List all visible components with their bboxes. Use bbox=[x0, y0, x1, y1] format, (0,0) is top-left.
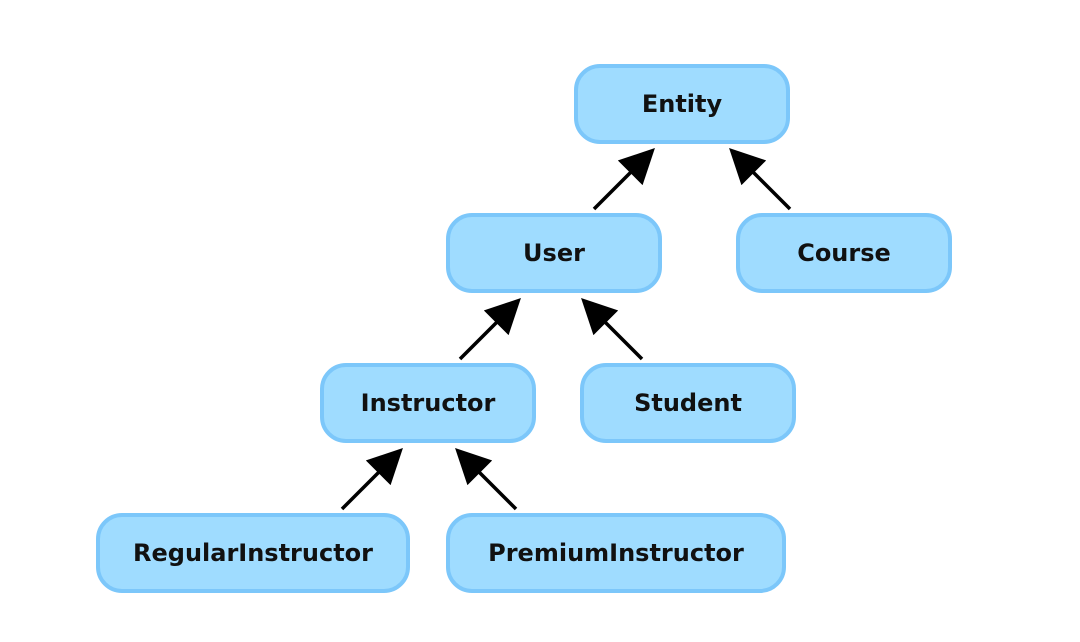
node-label: Instructor bbox=[360, 389, 496, 417]
node-entity: Entity bbox=[574, 64, 790, 144]
node-premium-instructor: PremiumInstructor bbox=[446, 513, 786, 593]
arrow-course-to-entity bbox=[729, 148, 792, 211]
node-regular-instructor: RegularInstructor bbox=[96, 513, 410, 593]
arrow-regular-to-instructor bbox=[340, 448, 403, 511]
arrow-instructor-to-user bbox=[458, 298, 521, 361]
node-instructor: Instructor bbox=[320, 363, 536, 443]
node-label: Course bbox=[797, 239, 891, 267]
node-label: PremiumInstructor bbox=[488, 539, 744, 567]
node-label: User bbox=[523, 239, 585, 267]
arrow-premium-to-instructor bbox=[455, 448, 518, 511]
node-label: Student bbox=[634, 389, 742, 417]
node-student: Student bbox=[580, 363, 796, 443]
arrow-user-to-entity bbox=[592, 148, 655, 211]
arrow-student-to-user bbox=[581, 298, 644, 361]
node-label: RegularInstructor bbox=[133, 539, 373, 567]
node-label: Entity bbox=[641, 90, 723, 118]
node-user: User bbox=[446, 213, 662, 293]
node-course: Course bbox=[736, 213, 952, 293]
